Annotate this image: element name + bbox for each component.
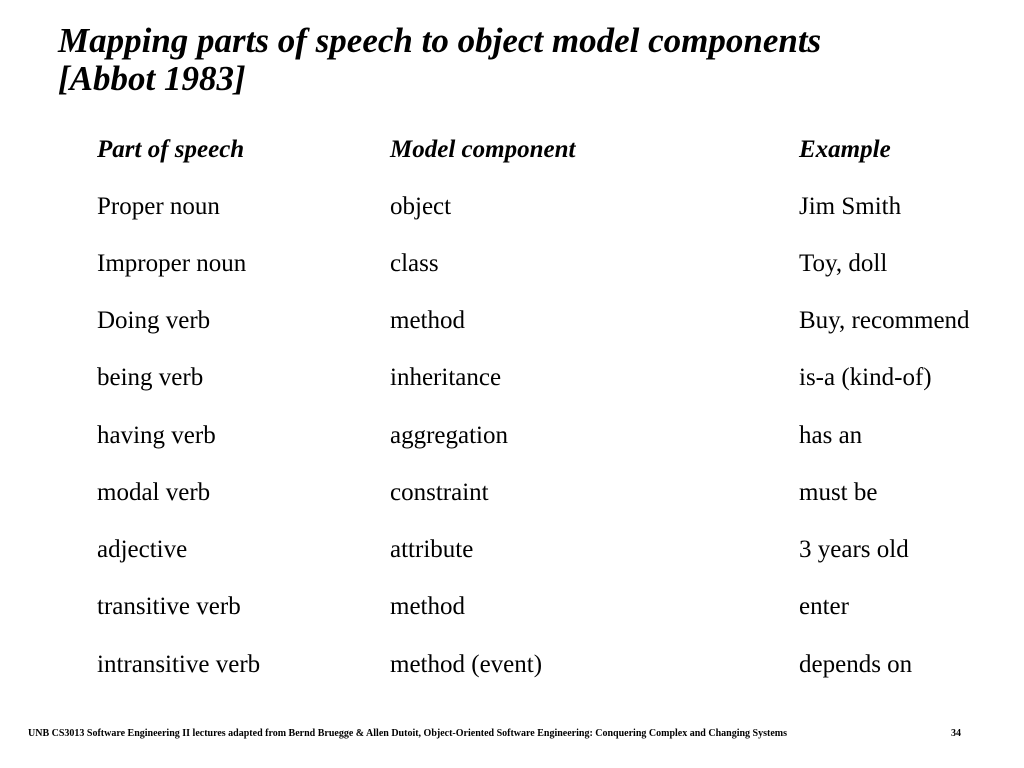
- cell-part-of-speech: being verb: [97, 364, 204, 391]
- slide-title-line-2: [Abbot 1983]: [58, 59, 246, 98]
- cell-model-component: inheritance: [390, 364, 502, 391]
- cell-model-component: aggregation: [390, 422, 509, 449]
- cell-model-component: constraint: [390, 479, 489, 506]
- table-row: Proper noun object Jim Smith: [0, 191, 1024, 223]
- mapping-table: Part of speech Model component Example P…: [0, 134, 1024, 681]
- cell-part-of-speech: Improper noun: [97, 250, 247, 277]
- table-row: intransitive verb method (event) depends…: [0, 649, 1024, 681]
- cell-example: depends on: [799, 651, 913, 678]
- cell-model-component: method (event): [390, 651, 543, 678]
- table-row: Doing verb method Buy, recommend: [0, 305, 1024, 337]
- cell-example: has an: [799, 422, 863, 449]
- table-row: transitive verb method enter: [0, 591, 1024, 623]
- footer-credit: UNB CS3013 Software Engineering II lectu…: [28, 728, 787, 739]
- table-row: adjective attribute 3 years old: [0, 534, 1024, 566]
- table-row: Improper noun class Toy, doll: [0, 248, 1024, 280]
- header-example: Example: [799, 136, 891, 163]
- cell-example: 3 years old: [799, 536, 909, 563]
- cell-example: must be: [799, 479, 878, 506]
- cell-part-of-speech: Proper noun: [97, 193, 220, 220]
- table-header-row: Part of speech Model component Example: [0, 134, 1024, 166]
- cell-model-component: class: [390, 250, 439, 277]
- header-model-component: Model component: [390, 136, 576, 163]
- cell-part-of-speech: adjective: [97, 536, 188, 563]
- table-row: modal verb constraint must be: [0, 477, 1024, 509]
- cell-part-of-speech: intransitive verb: [97, 651, 261, 678]
- cell-model-component: attribute: [390, 536, 474, 563]
- cell-model-component: method: [390, 593, 465, 620]
- cell-part-of-speech: Doing verb: [97, 307, 211, 334]
- cell-part-of-speech: having verb: [97, 422, 216, 449]
- cell-model-component: object: [390, 193, 452, 220]
- cell-example: is-a (kind-of): [799, 364, 932, 391]
- table-row: having verb aggregation has an: [0, 420, 1024, 452]
- cell-example: Jim Smith: [799, 193, 902, 220]
- header-part-of-speech: Part of speech: [97, 136, 245, 163]
- table-row: being verb inheritance is-a (kind-of): [0, 362, 1024, 394]
- slide-title-line-1: Mapping parts of speech to object model …: [58, 21, 822, 60]
- cell-part-of-speech: modal verb: [97, 479, 211, 506]
- page-number: 34: [951, 728, 961, 739]
- cell-example: Buy, recommend: [799, 307, 970, 334]
- cell-example: Toy, doll: [799, 250, 888, 277]
- cell-part-of-speech: transitive verb: [97, 593, 241, 620]
- slide-title: Mapping parts of speech to object model …: [58, 22, 998, 98]
- cell-example: enter: [799, 593, 849, 620]
- cell-model-component: method: [390, 307, 465, 334]
